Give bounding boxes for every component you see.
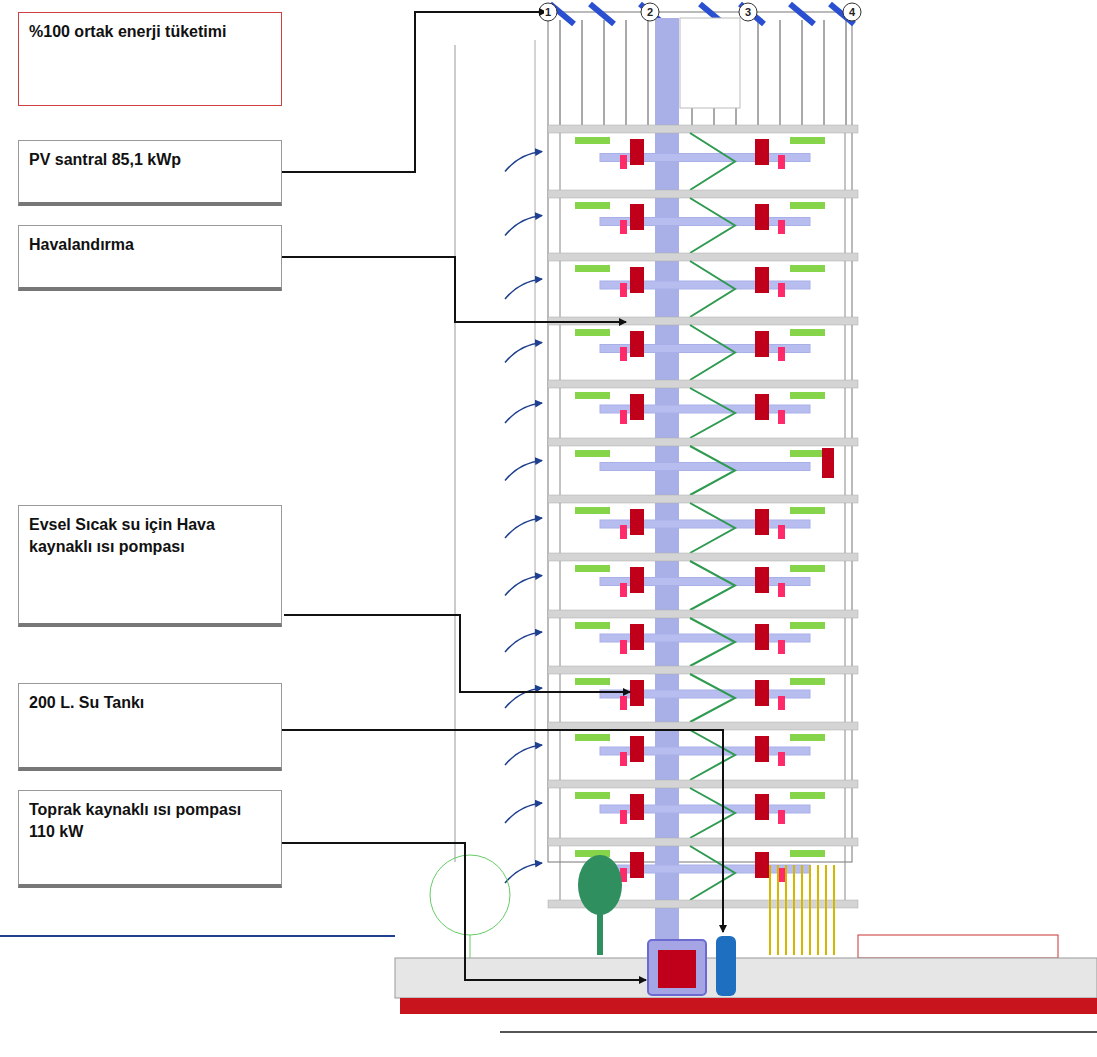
callout-box: 200 L. Su Tankı <box>18 683 282 771</box>
callout-box: Toprak kaynaklı ısı pompası 110 kW <box>18 790 282 888</box>
callout-box: PV santral 85,1 kWp <box>18 140 282 206</box>
callout-text: Evsel Sıcak su için Hava kaynaklı ısı po… <box>29 514 271 557</box>
callout-text: 200 L. Su Tankı <box>29 692 271 714</box>
grid-number: 4 <box>848 7 856 18</box>
grid-number: 2 <box>646 7 654 18</box>
grid-number: 1 <box>544 7 552 18</box>
callout-box: %100 ortak enerji tüketimi <box>18 12 282 106</box>
callout-text: Havalandırma <box>29 234 271 256</box>
callout-text: PV santral 85,1 kWp <box>29 149 271 171</box>
callout-text: Toprak kaynaklı ısı pompası 110 kW <box>29 799 271 842</box>
callout-text: %100 ortak enerji tüketimi <box>29 21 271 43</box>
callout-box: Evsel Sıcak su için Hava kaynaklı ısı po… <box>18 505 282 627</box>
grid-number: 3 <box>744 7 752 18</box>
callout-box: Havalandırma <box>18 225 282 291</box>
